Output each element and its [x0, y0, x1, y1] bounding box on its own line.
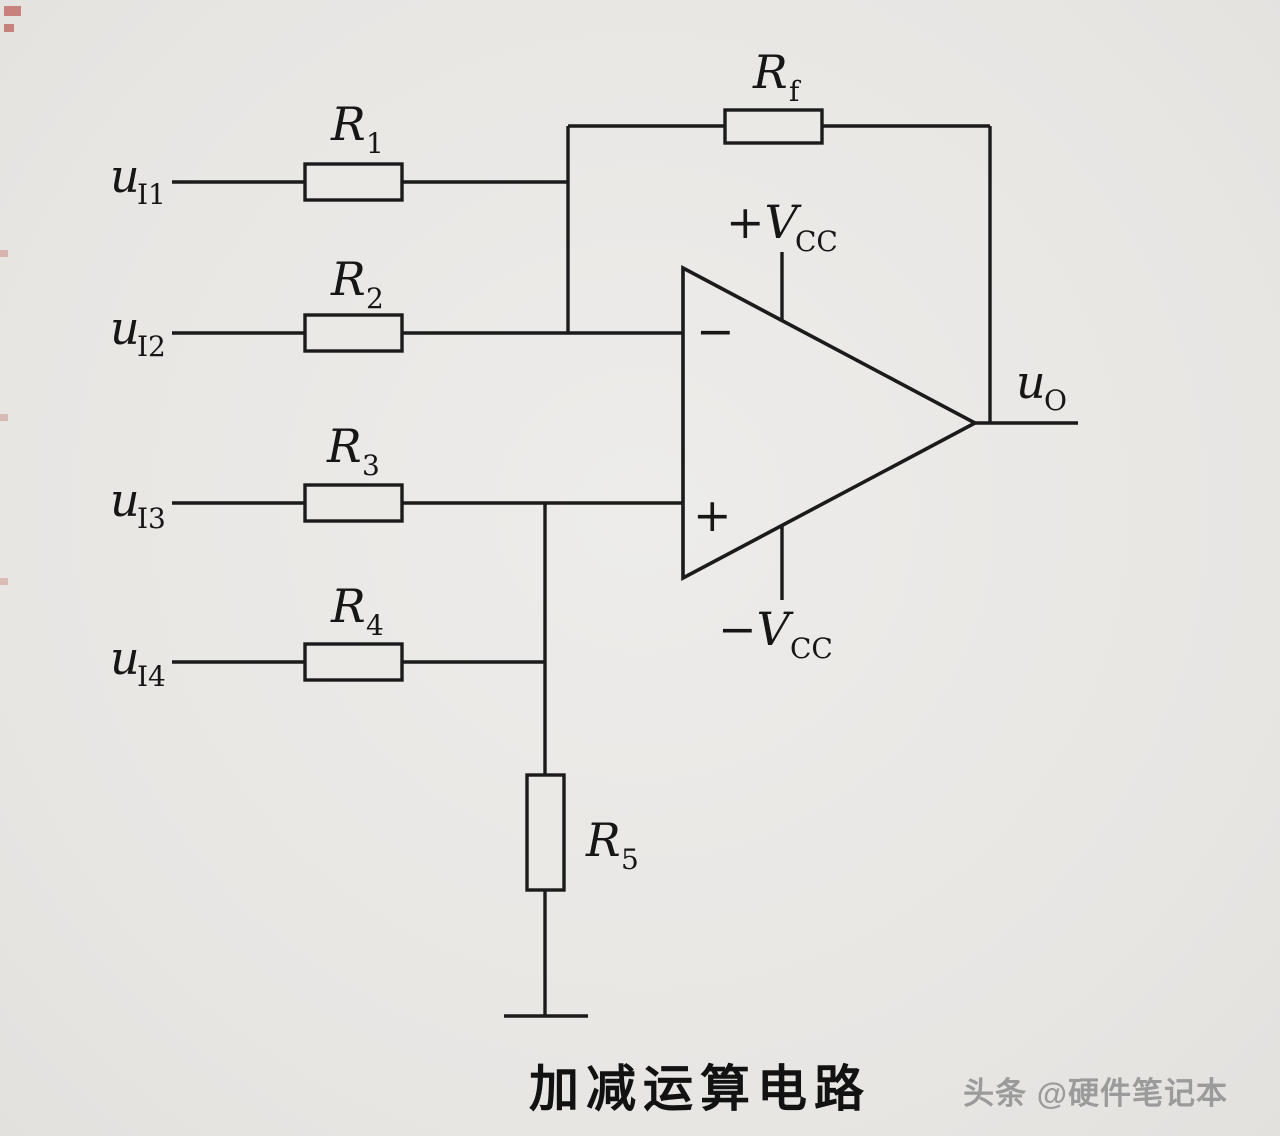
label-r2: R 2 [330, 252, 384, 315]
resistor-rf [723, 108, 824, 145]
scan-artifact [0, 414, 8, 421]
label-vcc-positive-sub: CC [795, 225, 838, 258]
label-ui3-sub: I3 [137, 502, 166, 535]
scan-artifact [4, 6, 21, 16]
label-ui4-base: u [110, 631, 140, 685]
label-ui3: u I3 [110, 473, 166, 535]
label-ui1-sub: I1 [137, 178, 166, 211]
noninverting-sign: + [693, 488, 732, 542]
resistor-r4 [303, 642, 404, 682]
label-r1-base: R [330, 97, 366, 151]
label-vcc-positive-base: +V [726, 195, 803, 249]
label-vcc-negative: −V CC [718, 602, 833, 665]
label-r5-base: R [585, 813, 621, 867]
label-vcc-negative-base: −V [718, 602, 795, 656]
label-r1-sub: 1 [366, 127, 384, 160]
label-vcc-positive: +V CC [726, 195, 838, 258]
label-ui2-sub: I2 [137, 330, 166, 363]
resistor-r5 [525, 773, 566, 892]
label-ui2: u I2 [110, 301, 166, 363]
label-uo-sub: O [1044, 384, 1067, 417]
opamp-triangle [681, 265, 979, 581]
scan-artifacts [0, 6, 21, 585]
label-vcc-negative-sub: CC [790, 632, 833, 665]
label-r3-sub: 3 [362, 449, 380, 482]
diagram-caption: 加减运算电路 [529, 1061, 871, 1117]
label-rf-base: R [752, 45, 788, 99]
scan-artifact [4, 24, 14, 32]
label-ui3-base: u [110, 473, 140, 527]
label-r2-sub: 2 [366, 282, 384, 315]
scan-artifact [0, 250, 8, 257]
label-r4-base: R [330, 579, 366, 633]
scan-artifact [0, 578, 8, 585]
label-ui4-sub: I4 [137, 660, 166, 693]
inverting-sign: − [696, 304, 735, 358]
label-r1: R 1 [330, 97, 384, 160]
resistor-r1 [303, 162, 404, 202]
label-ui1-base: u [110, 149, 140, 203]
label-r4-sub: 4 [366, 609, 384, 642]
resistor-r2 [303, 313, 404, 353]
label-ui1: u I1 [110, 149, 166, 211]
label-uo-base: u [1016, 355, 1046, 409]
label-ui4: u I4 [110, 631, 166, 693]
label-ui2-base: u [110, 301, 140, 355]
label-r4: R 4 [330, 579, 384, 642]
label-r5-sub: 5 [621, 843, 639, 876]
label-rf: R f [752, 45, 802, 108]
label-rf-sub: f [789, 75, 802, 108]
label-r3-base: R [326, 419, 362, 473]
label-r3: R 3 [326, 419, 380, 482]
label-r5: R 5 [585, 813, 639, 876]
label-uo: u O [1016, 355, 1067, 417]
watermark-text: 头条 @硬件笔记本 [963, 1076, 1228, 1111]
resistor-r3 [303, 483, 404, 523]
label-r2-base: R [330, 252, 366, 306]
